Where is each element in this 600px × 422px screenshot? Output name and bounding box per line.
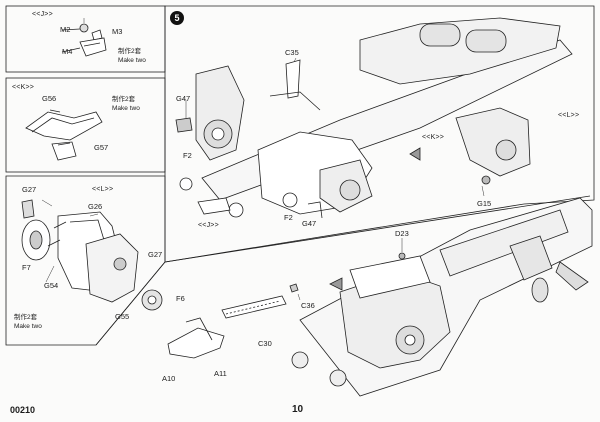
part-label-m4: M4	[62, 47, 73, 56]
part-label-g47: G47	[176, 94, 191, 103]
part-label-f7: F7	[22, 263, 31, 272]
callout-tag-j: <<J>>	[198, 222, 219, 229]
part-label-g54: G54	[44, 281, 59, 290]
part-label-g56: G56	[42, 94, 57, 103]
make-two-note-cn: 制作2套	[118, 48, 142, 55]
divider-line	[95, 195, 591, 346]
part-label-g55: G55	[115, 312, 130, 321]
make-two-note-en: Make two	[118, 57, 146, 64]
part-label-d23: D23	[395, 229, 409, 238]
part-label-c35: C35	[285, 48, 299, 57]
part-label-m2: M2	[60, 25, 71, 34]
make-two-note-en: Make two	[112, 105, 140, 112]
panel-k-tag: <<K>>	[12, 84, 35, 91]
lower-assembly	[167, 197, 593, 397]
panel-l-tag: <<L>>	[92, 186, 114, 193]
part-label-g27-second: G27	[148, 250, 163, 259]
leader-lines	[41, 18, 485, 301]
make-two-note-cn: 制作2套	[14, 314, 38, 321]
main-frame	[164, 5, 595, 263]
callout-tag-k: <<K>>	[422, 134, 445, 141]
part-label-m3: M3	[112, 27, 123, 36]
panel-k-parts	[25, 109, 103, 161]
page-number: 10	[292, 404, 304, 415]
part-label-g15: G15	[477, 199, 492, 208]
make-two-note-cn: 制作2套	[112, 96, 136, 103]
part-label-c36: C36	[301, 301, 315, 310]
part-label-g26: G26	[88, 202, 103, 211]
part-label-f2: F2	[183, 151, 192, 160]
step-number-badge: 5	[170, 11, 184, 25]
part-label-c30: C30	[258, 339, 272, 348]
part-label-f2-second: F2	[284, 213, 293, 222]
panel-l-parts	[21, 199, 163, 311]
part-label-f6: F6	[176, 294, 185, 303]
panel-j-tag: <<J>>	[32, 11, 53, 18]
part-label-g57: G57	[94, 143, 109, 152]
part-label-a11: A11	[214, 369, 227, 378]
make-two-note-en: Make two	[14, 323, 42, 330]
part-label-g47-second: G47	[302, 219, 317, 228]
product-code: 00210	[10, 405, 36, 415]
upper-assembly	[175, 17, 573, 219]
part-label-g27: G27	[22, 185, 37, 194]
part-label-a10: A10	[162, 374, 176, 383]
callout-tag-l: <<L>>	[558, 112, 580, 119]
panel-j-parts	[61, 23, 107, 57]
